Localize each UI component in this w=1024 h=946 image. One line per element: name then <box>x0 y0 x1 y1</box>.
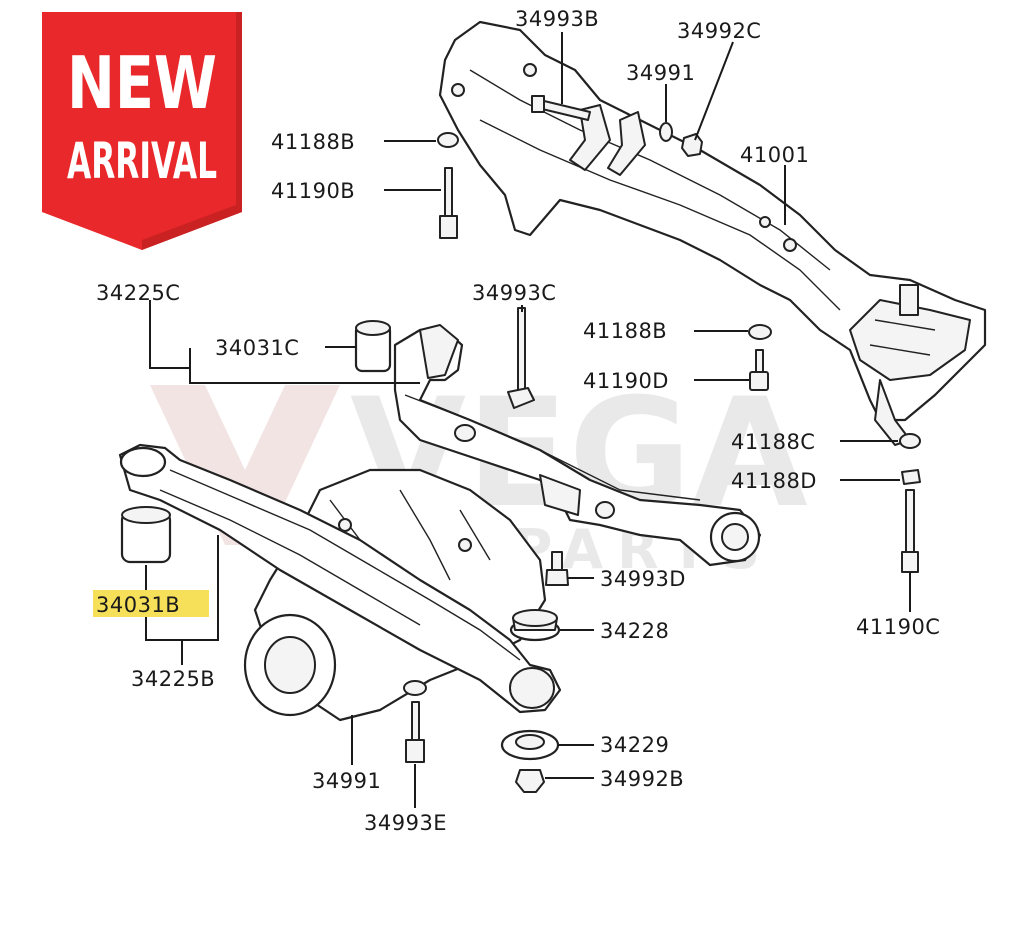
label-34993E: 34993E <box>364 811 447 835</box>
label-41188C: 41188C <box>731 430 815 454</box>
crossmember-41001 <box>438 20 987 446</box>
label-34992C: 34992C <box>677 19 761 43</box>
label-34031B: 34031B <box>96 593 180 617</box>
badge-shape <box>42 12 242 250</box>
washer-34991-top <box>659 122 673 142</box>
label-34991-bottom: 34991 <box>312 769 381 793</box>
nut-34992B <box>515 769 545 793</box>
label-41190D: 41190D <box>583 369 669 393</box>
badge-line-new: NEW <box>67 41 217 125</box>
mount-34228 <box>509 609 561 642</box>
nut-34992C <box>681 133 703 157</box>
label-41188D: 41188D <box>731 469 817 493</box>
badge-line-arrival: ARRIVAL <box>67 132 217 190</box>
part-labels: 34993B 34992C 34991 41188B 41190B 41001 … <box>93 7 940 835</box>
leader-lines <box>145 32 911 808</box>
washer-41188B-mid <box>748 324 772 340</box>
label-34031C: 34031C <box>215 336 299 360</box>
diff-member-34225B <box>118 443 562 714</box>
new-arrival-badge: NEW ARRIVAL <box>42 12 242 250</box>
label-34992B: 34992B <box>600 767 684 791</box>
bolt-34993B <box>531 95 591 121</box>
label-34225B: 34225B <box>131 667 215 691</box>
mount-34229 <box>500 729 560 761</box>
diff-member-34225C <box>393 324 762 567</box>
label-41188B-mid: 41188B <box>583 319 667 343</box>
bushing-34031C <box>354 320 392 373</box>
highlight-34031B <box>93 590 209 617</box>
label-34228: 34228 <box>600 619 669 643</box>
bolt-34993E <box>405 701 425 763</box>
label-34993C: 34993C <box>472 281 556 305</box>
label-34993B: 34993B <box>515 7 599 31</box>
label-34225C: 34225C <box>96 281 180 305</box>
label-41188B-top: 41188B <box>271 130 355 154</box>
label-41190C: 41190C <box>856 615 940 639</box>
label-34993D: 34993D <box>600 567 686 591</box>
bolt-41190C <box>901 489 919 573</box>
bolt-41190B <box>439 167 458 239</box>
washer-41188D <box>901 469 921 485</box>
label-34991-top: 34991 <box>626 61 695 85</box>
label-41190B: 41190B <box>271 179 355 203</box>
watermark-logo-icon <box>150 385 340 545</box>
washer-41188C <box>899 433 921 449</box>
washer-41188B-top <box>437 132 459 148</box>
bolt-34993C <box>507 307 535 409</box>
bolt-41190D <box>749 349 769 391</box>
label-34229: 34229 <box>600 733 669 757</box>
label-41001: 41001 <box>740 143 809 167</box>
bushing-34031B <box>120 506 172 564</box>
washer-34991-bottom <box>403 680 427 696</box>
bolt-34993D <box>545 551 569 586</box>
